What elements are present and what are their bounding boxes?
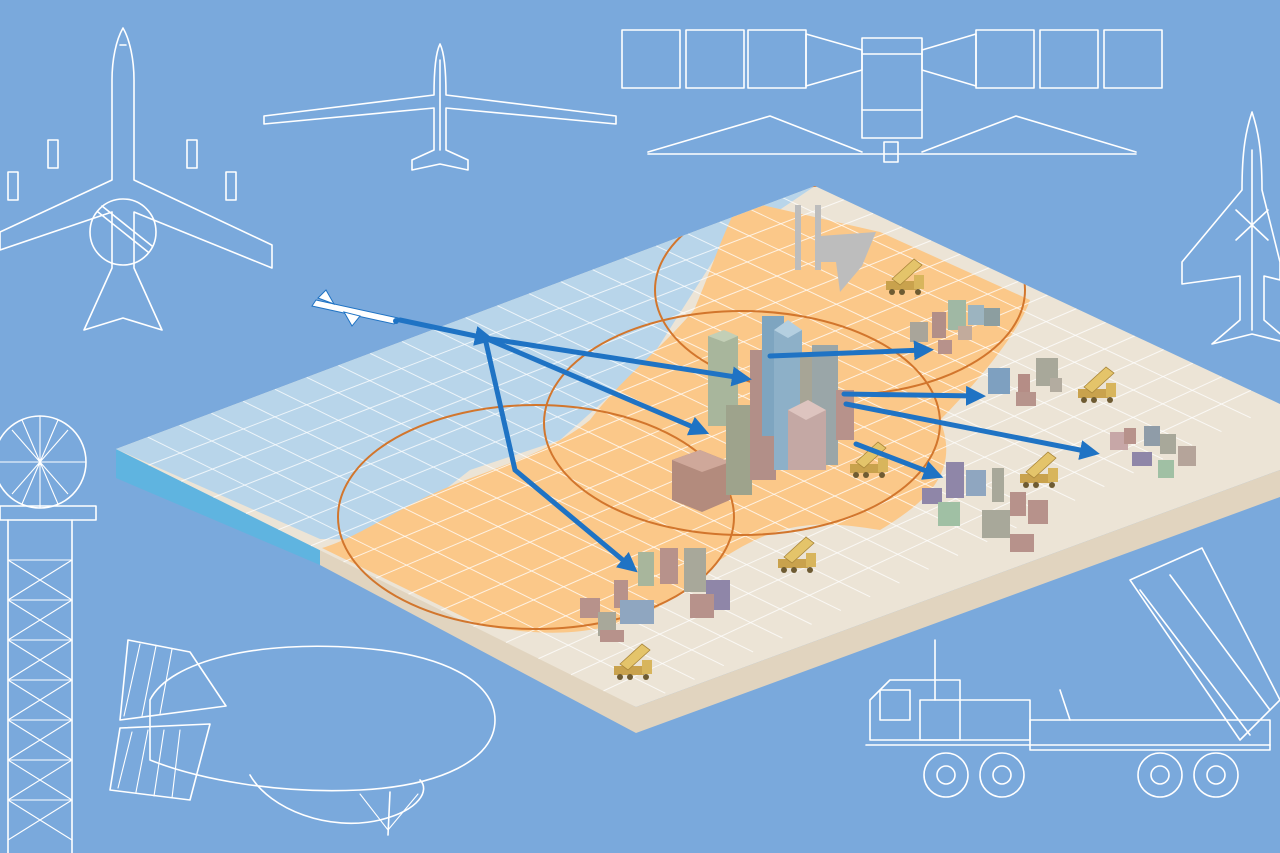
grid-line [603, 389, 1252, 692]
building-cluster-far-east [1110, 426, 1196, 478]
aerostat-blimp-icon [109, 639, 496, 836]
coverage-ring-southwest [337, 404, 735, 630]
slab-top-water [116, 186, 815, 540]
missile-launcher-truck-icon [865, 547, 1280, 798]
attack-arrow [841, 385, 986, 406]
grid-line [278, 253, 961, 531]
grid-line [213, 226, 903, 498]
attack-arrow [767, 340, 934, 361]
attack-arrow [482, 335, 710, 436]
grid-line [570, 376, 1223, 676]
bridge-structure [795, 205, 876, 292]
building-cluster-southwest [580, 548, 730, 642]
grid-line [180, 212, 874, 482]
grid-line [148, 199, 845, 466]
attack-arrow [843, 401, 1100, 460]
attack-arrow [482, 335, 752, 387]
building-cluster-northeast [910, 300, 1000, 354]
building-cluster-east [988, 358, 1062, 406]
cruise-missile-icon [311, 289, 399, 327]
attack-arrow [397, 317, 495, 346]
awacs-aircraft-icon [0, 27, 273, 331]
slab-side-water [116, 449, 320, 565]
building-cluster-southeast [922, 462, 1048, 552]
grid-line [375, 294, 1048, 579]
downtown-buildings [672, 316, 854, 512]
attack-arrow [853, 441, 944, 480]
attack-arrow [482, 335, 638, 573]
grid-line [245, 240, 932, 514]
satellite-icon [621, 29, 1163, 163]
attack-vectors [397, 317, 1100, 573]
uav-glider-icon [263, 43, 617, 171]
fighter-jet-icon [1181, 111, 1280, 345]
sand-coast [322, 200, 1030, 633]
radome-tower-icon [0, 415, 97, 853]
